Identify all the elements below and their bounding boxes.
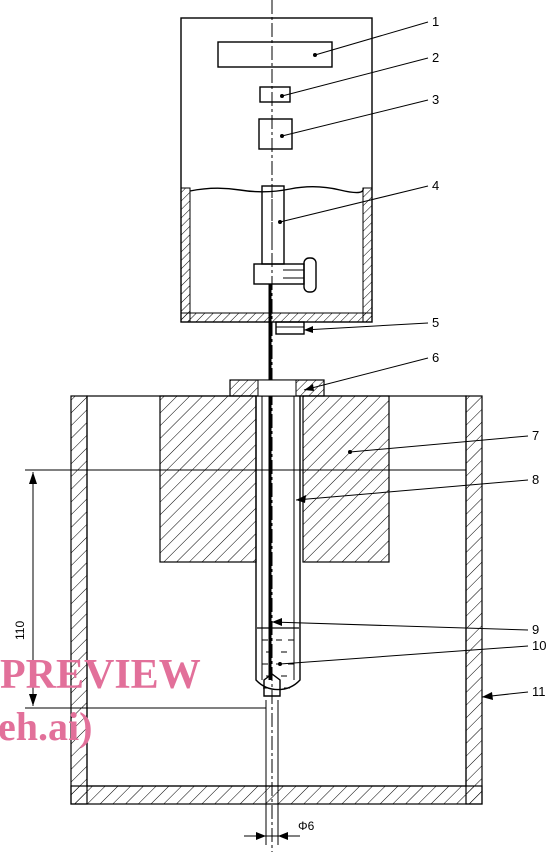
height-dimension <box>25 469 266 709</box>
diameter-dimension <box>244 700 300 845</box>
display-window <box>217 41 333 68</box>
indicator-small <box>259 86 291 103</box>
test-tube <box>255 396 301 691</box>
leader-lines <box>271 21 529 698</box>
callout-6: 6 <box>432 350 439 365</box>
insulating-block <box>159 395 390 563</box>
watermark-preview: PREVIEW <box>0 652 201 698</box>
tube-cap <box>229 379 325 397</box>
callout-10: 10 <box>532 638 546 653</box>
height-dimension-label: 110 <box>13 621 27 640</box>
watermark-domain: eh.ai) <box>0 704 92 749</box>
leader-dots <box>278 53 352 666</box>
callout-7: 7 <box>532 428 539 443</box>
outer-vessel <box>70 395 483 805</box>
callout-8: 8 <box>532 472 539 487</box>
callout-3: 3 <box>432 92 439 107</box>
upper-housing <box>180 17 373 323</box>
callout-11: 11 <box>532 684 546 699</box>
callout-4: 4 <box>432 178 439 193</box>
callout-2: 2 <box>432 50 439 65</box>
callout-9: 9 <box>532 622 539 637</box>
indicator-square <box>258 118 293 150</box>
callout-5: 5 <box>432 315 439 330</box>
sensor-holder <box>253 185 317 293</box>
mounting-bracket <box>275 321 305 335</box>
diameter-dimension-label: Φ6 <box>298 819 315 833</box>
callout-1: 1 <box>432 14 439 29</box>
leader-arrows <box>272 326 493 700</box>
liquid-sample <box>257 627 299 697</box>
